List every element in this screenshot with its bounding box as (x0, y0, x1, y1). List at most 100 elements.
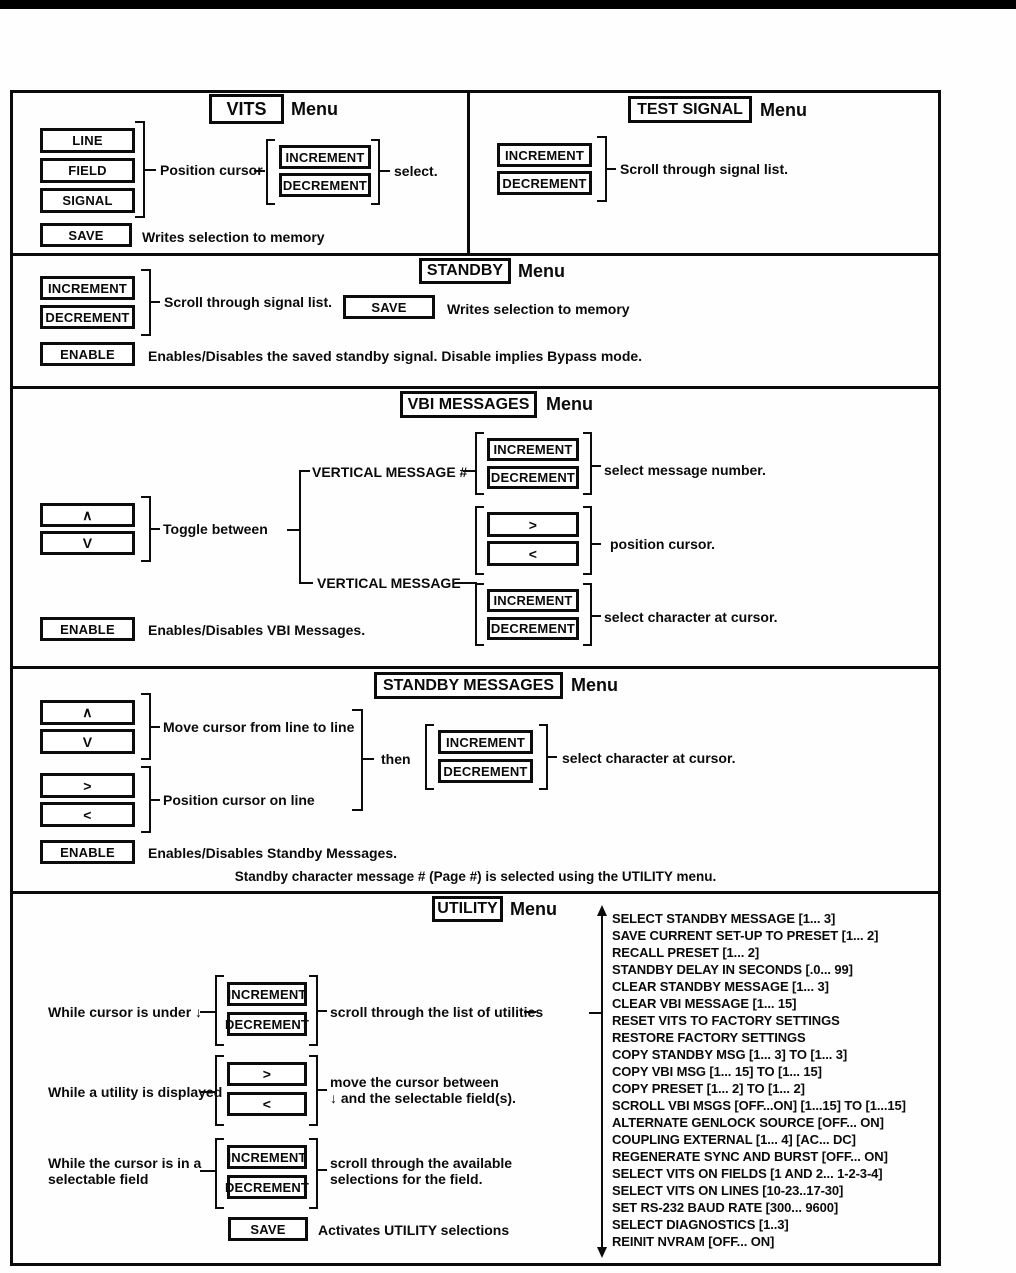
bracket (352, 709, 363, 811)
standby-scroll-desc: Scroll through signal list. (164, 294, 333, 310)
section-divider (10, 386, 941, 389)
utility-list-item: CLEAR VBI MESSAGE [1... 15] (612, 996, 797, 1011)
connector (318, 1089, 327, 1091)
utility-list-item: SELECT STANDBY MESSAGE [1... 3] (612, 911, 836, 926)
fork-line (299, 470, 310, 472)
save-button[interactable]: SAVE (343, 295, 435, 319)
connector (463, 470, 475, 472)
connector (455, 582, 477, 584)
save-button[interactable]: SAVE (40, 223, 132, 247)
utility-row3-desc-line2: selections for the field. (330, 1171, 483, 1187)
column-divider (467, 90, 470, 253)
increment-button[interactable]: INCREMENT (438, 730, 533, 754)
down-arrow-button[interactable]: V (40, 531, 135, 555)
decrement-button[interactable]: DECREMENT (225, 1012, 309, 1036)
connector (318, 1010, 327, 1012)
utility-menu-word: Menu (510, 899, 557, 919)
bracket (583, 506, 592, 575)
utility-list-item: COPY STANDBY MSG [1... 3] TO [1... 3] (612, 1047, 848, 1062)
page-top-rule (0, 0, 1016, 9)
connector (363, 758, 374, 760)
connector (318, 1169, 327, 1171)
bracket (309, 975, 318, 1046)
connector (592, 465, 601, 467)
increment-button[interactable]: INCREMENT (279, 145, 371, 169)
enable-button[interactable]: ENABLE (40, 342, 135, 366)
test-signal-menu-title: TEST SIGNAL (628, 96, 752, 123)
decrement-button[interactable]: DECREMENT (487, 617, 579, 640)
connector (592, 615, 601, 617)
bracket (141, 269, 151, 336)
connector (607, 168, 616, 170)
vbi-toggle-between-label: Toggle between (163, 521, 268, 537)
field-button[interactable]: FIELD (40, 158, 135, 183)
up-arrow-button[interactable]: ∧ (40, 700, 135, 725)
utility-row3-label-line1: While the cursor is in a (48, 1155, 202, 1171)
standby-messages-then-label: then (381, 751, 411, 767)
standby-messages-menu-word: Menu (571, 675, 618, 695)
left-arrow-button[interactable]: < (487, 541, 579, 566)
increment-button[interactable]: INCREMENT (497, 143, 592, 167)
save-button[interactable]: SAVE (228, 1217, 308, 1241)
bracket (266, 139, 275, 205)
bracket (141, 496, 151, 562)
vbi-select-character-desc: select character at cursor. (604, 609, 778, 625)
decrement-button[interactable]: DECREMENT (487, 466, 579, 489)
bracket (215, 975, 224, 1046)
decrement-button[interactable]: DECREMENT (40, 305, 135, 329)
bracket (141, 766, 151, 833)
decrement-button[interactable]: DECREMENT (279, 173, 371, 197)
utility-list-item: SAVE CURRENT SET-UP TO PRESET [1... 2] (612, 928, 879, 943)
fork-line (287, 529, 299, 531)
utility-list-item: RECALL PRESET [1... 2] (612, 945, 760, 960)
standby-messages-note: Standby character message # (Page #) is … (234, 869, 717, 884)
right-arrow-button[interactable]: > (40, 773, 135, 798)
increment-button[interactable]: INCREMENT (227, 1145, 307, 1169)
line-button[interactable]: LINE (40, 128, 135, 153)
test-signal-scroll-desc: Scroll through signal list. (620, 161, 789, 177)
right-arrow-button[interactable]: > (227, 1062, 307, 1086)
right-arrow-button[interactable]: > (487, 512, 579, 537)
vbi-enable-desc: Enables/Disables VBI Messages. (148, 622, 366, 638)
standby-menu-title: STANDBY (419, 258, 511, 284)
utility-list-item: COPY VBI MSG [1... 15] TO [1... 15] (612, 1064, 822, 1079)
left-arrow-button[interactable]: < (40, 802, 135, 827)
bracket (309, 1055, 318, 1126)
utility-row2-desc-line2: ↓ and the selectable field(s). (330, 1090, 516, 1106)
standby-menu-word: Menu (518, 261, 565, 281)
increment-button[interactable]: INCREMENT (227, 982, 307, 1006)
left-arrow-button[interactable]: < (227, 1092, 307, 1116)
down-arrow-button[interactable]: V (40, 729, 135, 754)
section-divider (10, 666, 941, 669)
utility-list-item: RESTORE FACTORY SETTINGS (612, 1030, 806, 1045)
connector (151, 799, 160, 801)
decrement-button[interactable]: DECREMENT (497, 171, 592, 195)
section-divider (10, 253, 941, 256)
standby-enable-desc: Enables/Disables the saved standby signa… (148, 348, 643, 364)
utility-list-item: ALTERNATE GENLOCK SOURCE [OFF... ON] (612, 1115, 884, 1130)
enable-button[interactable]: ENABLE (40, 840, 135, 864)
vits-select-label: select. (394, 163, 438, 179)
connector (151, 726, 160, 728)
decrement-button[interactable]: DECREMENT (225, 1175, 309, 1199)
standby-messages-move-cursor-label: Move cursor from line to line (163, 719, 355, 735)
decrement-button[interactable]: DECREMENT (438, 759, 533, 783)
increment-button[interactable]: INCREMENT (487, 589, 579, 612)
vbi-vertical-message-label: VERTICAL MESSAGE (317, 575, 461, 591)
utility-menu-title: UTILITY (432, 896, 503, 922)
bracket (141, 693, 151, 760)
bracket (215, 1055, 224, 1126)
enable-button[interactable]: ENABLE (40, 617, 135, 641)
section-divider (10, 891, 941, 894)
utility-list-item: SET RS-232 BAUD RATE [300... 9600] (612, 1200, 839, 1215)
scroll-down-arrow-icon (597, 1247, 607, 1258)
increment-button[interactable]: INCREMENT (40, 276, 135, 300)
fork-line (299, 470, 301, 584)
utility-list-item: SELECT VITS ON LINES [10-23..17-30] (612, 1183, 844, 1198)
signal-button[interactable]: SIGNAL (40, 188, 135, 213)
fork-line (299, 582, 313, 584)
increment-button[interactable]: INCREMENT (487, 438, 579, 461)
standby-messages-enable-desc: Enables/Disables Standby Messages. (148, 845, 397, 861)
up-arrow-button[interactable]: ∧ (40, 503, 135, 527)
connector (200, 1011, 215, 1013)
